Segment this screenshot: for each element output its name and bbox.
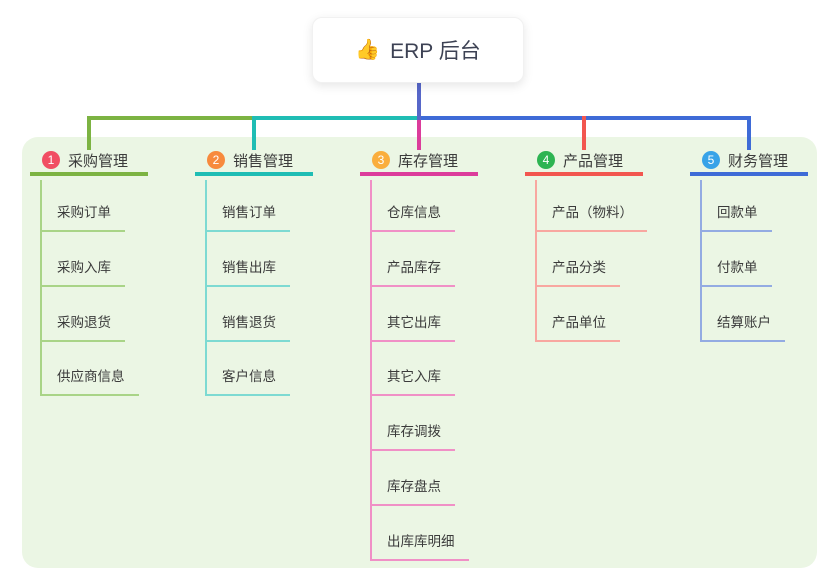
branches-panel (22, 137, 817, 568)
branch-3-child-1[interactable]: 产品库存 (370, 258, 455, 287)
branch-3-child-0[interactable]: 仓库信息 (370, 203, 455, 232)
node-label: 供应商信息 (57, 369, 125, 384)
branch-5-number-badge: 5 (702, 151, 720, 169)
connector-elbow-branch4 (582, 116, 586, 150)
node-label: 销售退货 (222, 315, 276, 330)
node-label: 其它入库 (387, 369, 441, 384)
branch-5-child-1[interactable]: 付款单 (700, 258, 772, 287)
node-label: 仓库信息 (387, 205, 441, 220)
node-label: 产品库存 (387, 260, 441, 275)
branch-2-child-rail (205, 180, 207, 396)
branch-1-number-badge: 1 (42, 151, 60, 169)
branch-2-number-badge: 2 (207, 151, 225, 169)
branch-1-child-2[interactable]: 采购退货 (40, 313, 125, 342)
branch-2-topic-label: 销售管理 (233, 152, 294, 170)
branch-1-child-1[interactable]: 采购入库 (40, 258, 125, 287)
node-label: 产品分类 (552, 260, 606, 275)
node-label: 其它出库 (387, 315, 441, 330)
node-label: 产品单位 (552, 315, 606, 330)
branch-1-topic-label: 采购管理 (68, 152, 129, 170)
node-label: 库存调拨 (387, 424, 441, 439)
branch-3-topic-label: 库存管理 (398, 152, 459, 170)
node-label: 采购入库 (57, 260, 111, 275)
node-label: 销售出库 (222, 260, 276, 275)
branch-3-number-badge: 3 (372, 151, 390, 169)
branch-5-topic[interactable]: 5 财务管理 (690, 148, 808, 176)
connector-elbow-branch3 (417, 120, 421, 150)
branch-3-child-4[interactable]: 库存调拨 (370, 422, 455, 451)
branch-5-child-0[interactable]: 回款单 (700, 203, 772, 232)
connector-rail-branch2 (252, 116, 419, 120)
branch-2-child-0[interactable]: 销售订单 (205, 203, 290, 232)
connector-elbow-branch1 (87, 116, 91, 150)
branch-3-child-2[interactable]: 其它出库 (370, 313, 455, 342)
branch-4-child-2[interactable]: 产品单位 (535, 313, 620, 342)
root-title: ERP 后台 (390, 40, 481, 63)
branch-4-topic[interactable]: 4 产品管理 (525, 148, 643, 176)
node-label: 库存盘点 (387, 479, 441, 494)
node-label: 付款单 (717, 260, 758, 275)
node-label: 采购退货 (57, 315, 111, 330)
root-node[interactable]: 👍 ERP 后台 (312, 17, 524, 83)
connector-elbow-branch5 (747, 116, 751, 150)
branch-2-child-1[interactable]: 销售出库 (205, 258, 290, 287)
thumbs-up-icon: 👍 (355, 39, 381, 61)
branch-4-child-rail (535, 180, 537, 342)
branch-5-child-rail (700, 180, 702, 342)
branch-4-child-1[interactable]: 产品分类 (535, 258, 620, 287)
branch-5-child-2[interactable]: 结算账户 (700, 313, 785, 342)
branch-1-child-0[interactable]: 采购订单 (40, 203, 125, 232)
branch-2-child-2[interactable]: 销售退货 (205, 313, 290, 342)
branch-4-topic-label: 产品管理 (563, 152, 624, 170)
branch-3-child-6[interactable]: 出库库明细 (370, 532, 469, 561)
branch-2-topic[interactable]: 2 销售管理 (195, 148, 313, 176)
branch-3-child-rail (370, 180, 372, 561)
branch-3-topic[interactable]: 3 库存管理 (360, 148, 478, 176)
connector-rail-branch1 (87, 116, 254, 120)
branch-3-child-5[interactable]: 库存盘点 (370, 477, 455, 506)
node-label: 客户信息 (222, 369, 276, 384)
node-label: 采购订单 (57, 205, 111, 220)
branch-1-child-3[interactable]: 供应商信息 (40, 367, 139, 396)
branch-5-topic-label: 财务管理 (728, 152, 789, 170)
connector-elbow-branch2 (252, 116, 256, 150)
branch-3-child-3[interactable]: 其它入库 (370, 367, 455, 396)
branch-2-child-3[interactable]: 客户信息 (205, 367, 290, 396)
branch-1-child-rail (40, 180, 42, 396)
node-label: 出库库明细 (387, 534, 455, 549)
branch-4-number-badge: 4 (537, 151, 555, 169)
branch-1-topic[interactable]: 1 采购管理 (30, 148, 148, 176)
branch-4-child-0[interactable]: 产品（物料） (535, 203, 647, 232)
node-label: 结算账户 (717, 315, 771, 330)
connector-root-stem (417, 81, 421, 120)
node-label: 产品（物料） (552, 205, 633, 220)
node-label: 回款单 (717, 205, 758, 220)
node-label: 销售订单 (222, 205, 276, 220)
